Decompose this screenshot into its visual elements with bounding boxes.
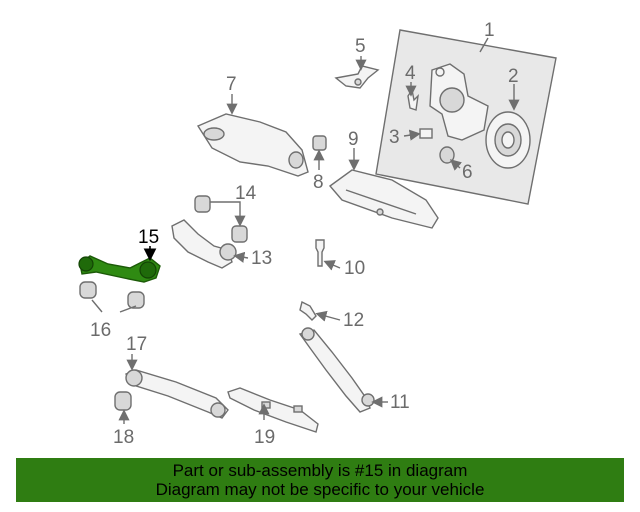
banner-line-1: Part or sub-assembly is #15 in diagram [172, 461, 468, 480]
callout-13: 13 [251, 248, 272, 269]
callout-3: 3 [389, 127, 400, 148]
control-arm-part-13 [171, 219, 237, 269]
callout-5: 5 [355, 36, 366, 57]
callout-15: 15 [138, 227, 159, 248]
callout-1: 1 [484, 20, 495, 41]
shield-part-9 [328, 169, 439, 229]
control-arm-part-15 [78, 255, 161, 283]
bracket-part-5 [334, 65, 380, 89]
control-arm-part-11 [298, 327, 375, 413]
callout-7: 7 [226, 74, 237, 95]
clip-part-12 [299, 300, 317, 321]
callout-12: 12 [343, 310, 364, 331]
callout-18: 18 [113, 427, 134, 448]
bolt-part [419, 128, 433, 139]
info-banner: Part or sub-assembly is #15 in diagram D… [16, 458, 624, 502]
bushing-part-6 [439, 146, 455, 164]
callout-2: 2 [508, 66, 519, 87]
bolt-part-10 [315, 239, 325, 267]
callout-11: 11 [390, 392, 410, 413]
callout-4: 4 [405, 63, 416, 84]
upper-control-arm-part [196, 113, 309, 177]
callout-14: 14 [235, 183, 257, 204]
callout-6: 6 [462, 162, 473, 183]
callout-10: 10 [344, 258, 365, 279]
rod-part-17 [125, 369, 229, 419]
callout-19: 19 [254, 427, 275, 448]
banner-line-2: Diagram may not be specific to your vehi… [155, 480, 485, 499]
callout-9: 9 [348, 129, 359, 150]
callout-8: 8 [313, 172, 324, 193]
bushing-part-16 [79, 281, 145, 309]
parts-diagram: 1 2 3 4 5 6 7 8 9 10 11 12 13 14 15 16 1… [78, 20, 557, 448]
callout-16: 16 [90, 320, 111, 341]
bushing-part-18 [114, 391, 132, 411]
callout-17: 17 [126, 334, 147, 355]
knuckle-part [429, 63, 489, 141]
hub-bearing-part [485, 111, 531, 169]
rail-part-19 [227, 387, 319, 433]
bushing-part-14 [194, 195, 248, 243]
leader-lines [91, 37, 520, 424]
bushing-part-8 [312, 135, 327, 151]
